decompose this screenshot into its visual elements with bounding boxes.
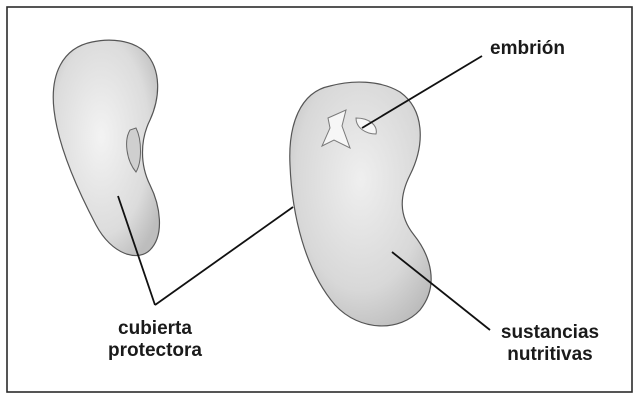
- nutrients-label-line2: nutritivas: [485, 344, 615, 366]
- cover-label-line2: protectora: [95, 340, 215, 362]
- nutrients-label: sustancias nutritivas: [485, 322, 615, 366]
- cover-label: cubierta protectora: [95, 318, 215, 362]
- embryo-label: embrión: [490, 38, 565, 60]
- cover-label-line1: cubierta: [95, 318, 215, 340]
- nutrients-label-line1: sustancias: [485, 322, 615, 344]
